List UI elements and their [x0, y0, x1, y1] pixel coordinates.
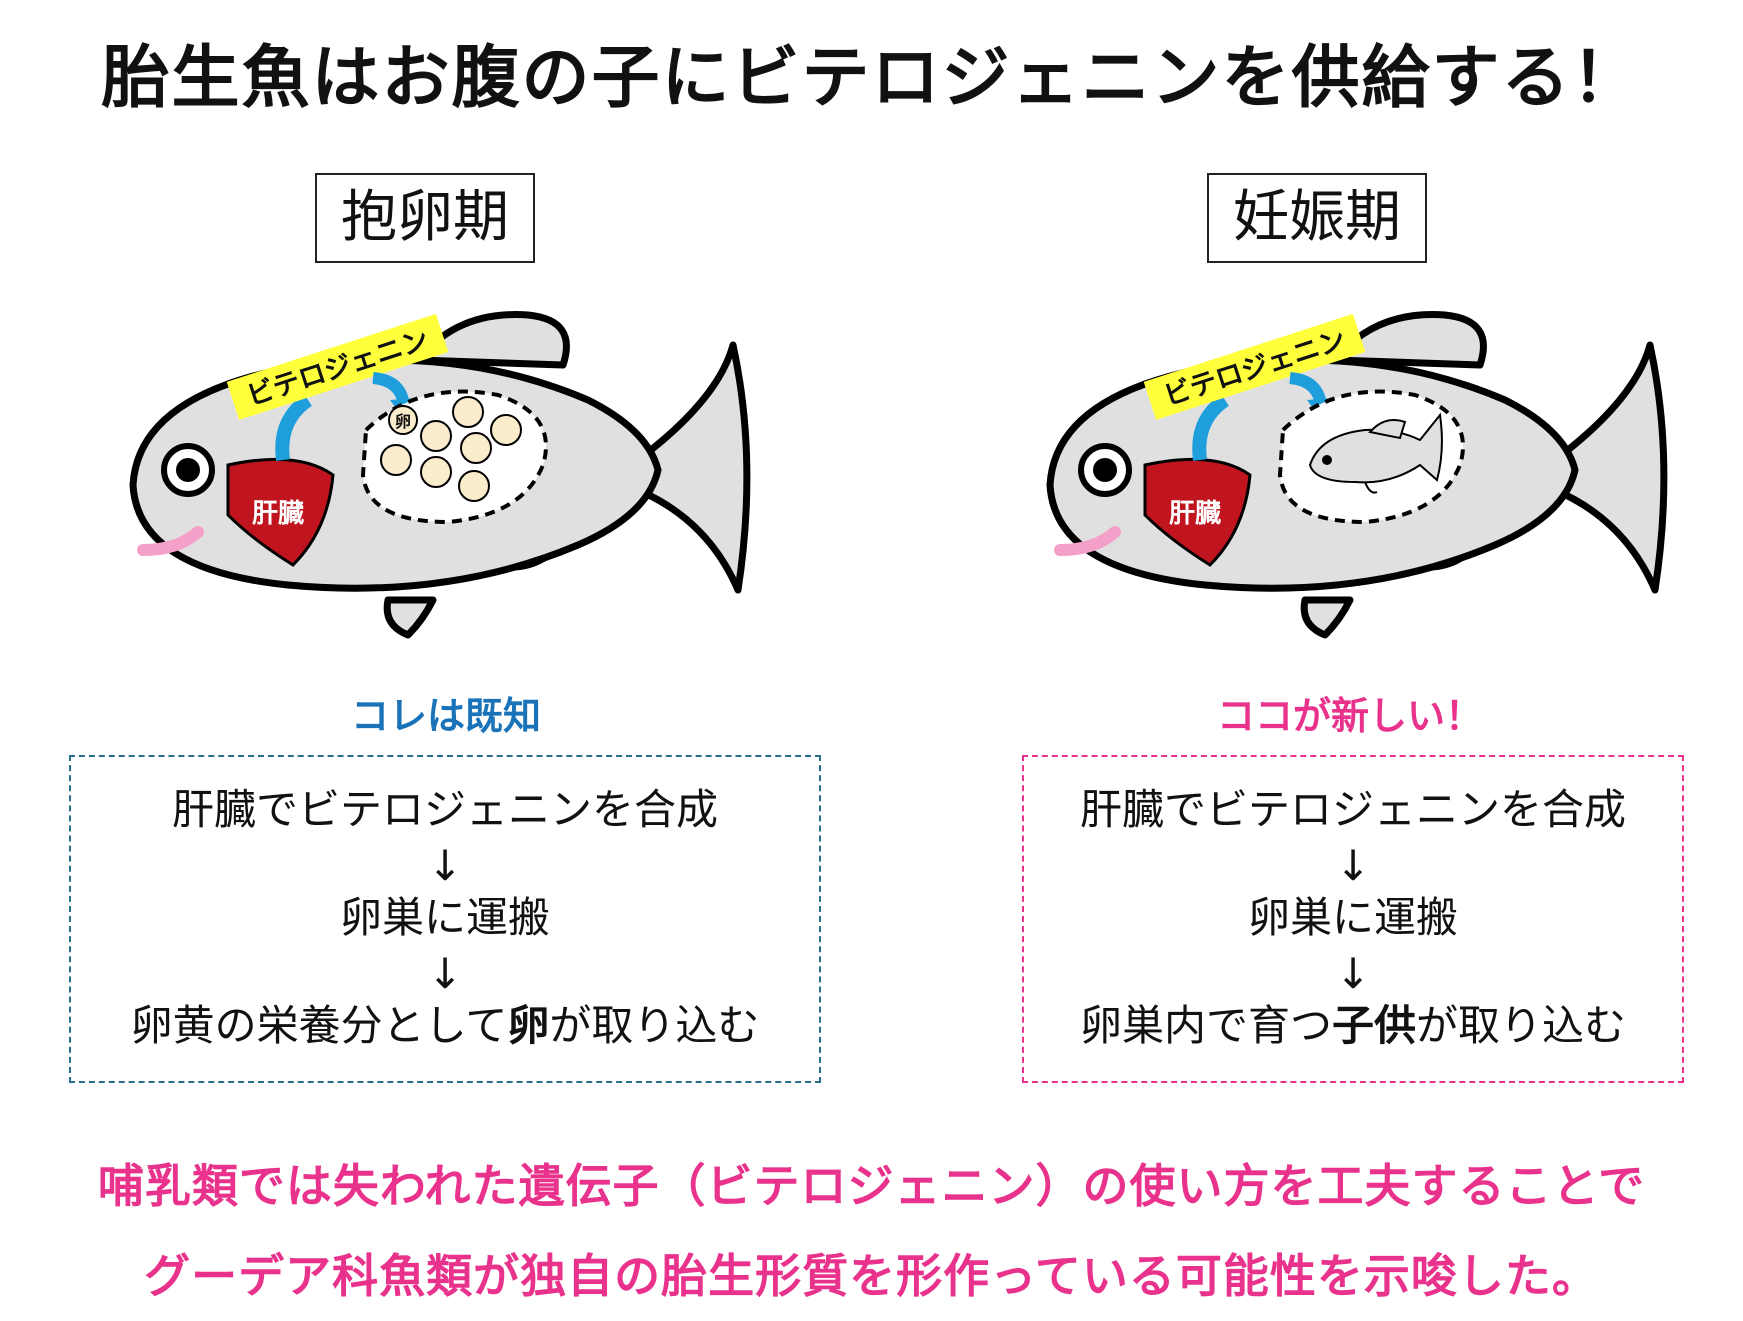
- egg: [452, 396, 484, 428]
- step-synthesis: 肝臓でビテロジェニンを合成: [1079, 785, 1626, 834]
- liver: [1143, 457, 1252, 567]
- summary-panel-known: 肝臓でビテロジェニンを合成 ↓ 卵巣に運搬 ↓ 卵黄の栄養分として卵が取り込む: [69, 755, 821, 1083]
- summary-panel-new: 肝臓でビテロジェニンを合成 ↓ 卵巣に運搬 ↓ 卵巣内で育つ子供が取り込む: [1022, 755, 1684, 1083]
- page-title: 胎生魚はお腹の子にビテロジェニンを供給する！: [101, 39, 1642, 118]
- dorsal-fin: [414, 311, 570, 369]
- arrow-down-icon: ↓: [1335, 841, 1371, 890]
- arrow-down-icon: ↓: [427, 841, 463, 890]
- pelvic-fin: [383, 596, 437, 639]
- mouth: [1054, 526, 1121, 556]
- step-transport: 卵巣に運搬: [339, 893, 550, 942]
- step-synthesis: 肝臓でビテロジェニンを合成: [171, 785, 718, 834]
- mouth: [137, 526, 204, 556]
- embryo-fish: [1308, 412, 1443, 494]
- egg: [388, 405, 418, 435]
- arrow-down-icon: ↓: [1335, 949, 1371, 998]
- step-transport: 卵巣に運搬: [1247, 893, 1458, 942]
- egg-label: 卵: [395, 412, 411, 431]
- liver-label: 肝臓: [252, 499, 304, 529]
- egg: [490, 414, 522, 446]
- egg: [420, 420, 452, 452]
- caption-known: コレは既知: [350, 694, 541, 738]
- dorsal-fin: [1331, 311, 1487, 369]
- pelvic-fin: [1300, 596, 1354, 639]
- conclusion-line-1: 哺乳類では失われた遺伝子（ビテロジェニン）の使い方を工夫することで: [97, 1159, 1646, 1213]
- egg: [420, 456, 452, 488]
- tail-fin: [1551, 341, 1668, 594]
- conclusion-line-2: グーデア科魚類が独自の胎生形質を形作っている可能性を示唆した。: [144, 1249, 1599, 1303]
- vg-arrow-to-ovary: [1289, 372, 1326, 402]
- egg: [460, 432, 492, 464]
- tail-fin: [634, 341, 751, 594]
- arrow-down-icon: ↓: [427, 949, 463, 998]
- liver-label: 肝臓: [1169, 499, 1221, 529]
- vg-arrow-up: [275, 394, 313, 461]
- egg: [458, 470, 490, 502]
- vg-arrow-up: [1192, 394, 1230, 461]
- step-uptake: 卵巣内で育つ子供が取り込む: [1079, 1001, 1627, 1050]
- vg-arrow-to-ovary: [372, 372, 409, 402]
- liver: [226, 457, 335, 567]
- phase-label-left: 抱卵期: [315, 173, 535, 263]
- step-uptake: 卵黄の栄養分として卵が取り込む: [130, 1001, 760, 1050]
- egg: [380, 444, 412, 476]
- caption-new: ココが新しい！: [1216, 694, 1483, 738]
- fish-illustration-right: 肝臓 ビテロジェニン: [1046, 311, 1668, 639]
- phase-label-right: 妊娠期: [1207, 173, 1427, 263]
- fish-illustration-left: 肝臓 ビテロジェニン 卵: [129, 311, 751, 639]
